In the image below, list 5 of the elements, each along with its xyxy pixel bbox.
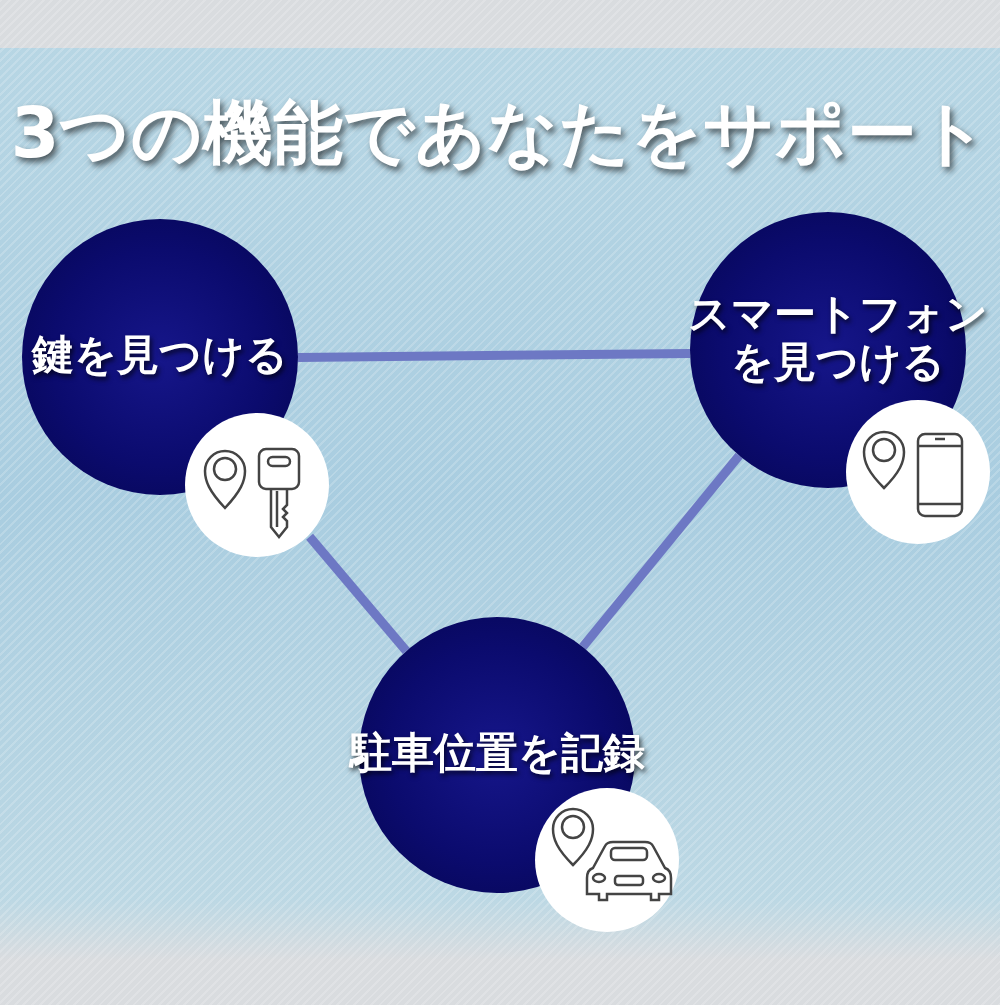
connector-line (297, 348, 691, 363)
feature-label: 鍵を見つける (30, 331, 289, 379)
connector-line (306, 533, 410, 654)
title: 3つの機能であなたをサポート (9, 91, 991, 176)
connector-line (579, 452, 743, 650)
